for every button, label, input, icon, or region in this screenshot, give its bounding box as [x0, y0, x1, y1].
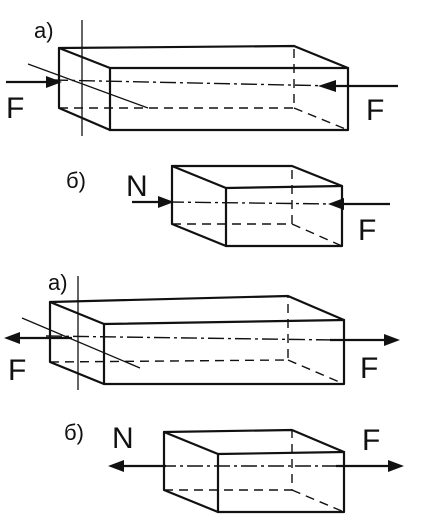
- right-force-arrowhead: [388, 460, 404, 472]
- right-force-label: F: [358, 214, 376, 247]
- panel-4-tension-cut-part: б) N F: [64, 420, 404, 514]
- panel-2-compression-cut-part: б) N F: [66, 164, 390, 248]
- part-hidden-edges: [172, 166, 343, 247]
- right-force-arrowhead: [318, 80, 336, 92]
- bar-hidden-edges: [49, 296, 345, 385]
- bar-right-end: [102, 318, 346, 386]
- part-front-face: [170, 164, 228, 248]
- right-force-label: F: [362, 424, 380, 457]
- internal-force-arrowhead: [158, 196, 174, 208]
- part-label: б): [66, 168, 86, 193]
- part-right-end: [224, 184, 344, 248]
- part-label: а): [48, 270, 68, 295]
- part-top-face: [170, 164, 344, 190]
- section-plane-diagonal: [27, 63, 149, 109]
- right-force-arrowhead: [384, 334, 400, 346]
- left-force-arrowhead: [4, 332, 20, 344]
- section-plane-diagonal: [21, 317, 141, 369]
- right-force-label: F: [366, 94, 384, 127]
- part-right-end: [216, 450, 346, 514]
- right-force-arrowhead: [328, 198, 344, 210]
- internal-force-label: N: [126, 170, 148, 203]
- bar-front-face: [48, 300, 106, 386]
- bar-hidden-edges: [59, 46, 349, 131]
- panel-3-tension-full-bar: а) F F: [4, 270, 400, 390]
- internal-force-arrowhead: [108, 460, 124, 472]
- part-front-face: [162, 430, 220, 514]
- part-centre-axis: [167, 201, 335, 205]
- panel-1-compression-full-bar: а) F F: [6, 18, 398, 136]
- bar-centre-axis: [51, 79, 337, 87]
- bar-right-end: [108, 66, 350, 132]
- left-force-label: F: [6, 92, 24, 125]
- right-force-label: F: [360, 352, 378, 385]
- bar-top-face: [48, 294, 346, 326]
- part-label: б): [64, 420, 84, 445]
- left-force-label: F: [8, 354, 26, 387]
- bar-centre-axis: [45, 335, 335, 341]
- internal-force-label: N: [112, 422, 134, 455]
- part-label: а): [34, 18, 54, 43]
- bar-top-face: [57, 44, 350, 70]
- part-top-face: [162, 428, 346, 456]
- left-force-arrowhead: [46, 76, 62, 88]
- bar-front-face: [57, 46, 112, 132]
- part-hidden-edges: [164, 430, 345, 513]
